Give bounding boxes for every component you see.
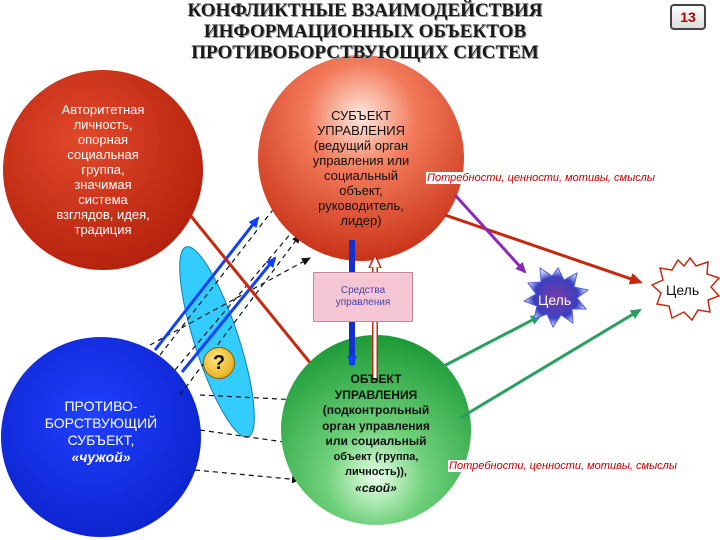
means-line: управления	[335, 297, 391, 308]
means-line: Средства	[340, 285, 386, 296]
authority-line: группа,	[81, 162, 125, 177]
object-line: или социальный	[325, 434, 427, 448]
subject-to-star-arrow	[453, 193, 527, 274]
subject-line: (ведущий орган	[313, 138, 409, 153]
authority-line: значимая	[74, 177, 132, 192]
opponent-circle	[1, 337, 201, 537]
authority-line: система	[78, 192, 128, 207]
title-line-2: ИНФОРМАЦИОННЫХ ОБЪЕКТОВ	[203, 21, 527, 42]
authority-line: Авторитетная	[61, 102, 145, 117]
question-mark-badge: ?	[203, 347, 235, 379]
slide-title: КОНФЛИКТНЫЕ ВЗАИМОДЕЙСТВИЯ ИНФОРМАЦИОННЫ…	[120, 0, 610, 63]
slide-number: 13	[670, 4, 706, 30]
title-line-1: КОНФЛИКТНЫЕ ВЗАИМОДЕЙСТВИЯ	[187, 0, 543, 21]
subject-line: СУБЪЕКТ	[331, 108, 391, 123]
object-line: (подконтрольный	[322, 403, 430, 417]
subject-line: руководитель,	[318, 198, 404, 213]
authority-to-object-arrow	[188, 214, 322, 378]
opponent-line: «чужой»	[71, 449, 131, 465]
object-line: УПРАВЛЕНИЯ	[334, 387, 418, 402]
authority-line: социальная	[67, 147, 139, 162]
object-to-star-arrow	[439, 314, 542, 370]
opponent-line: СУБЪЕКТ,	[67, 432, 135, 448]
means-box: Средства управления	[313, 272, 413, 322]
subject-line: объект,	[339, 183, 383, 198]
authority-line: опорная	[77, 132, 129, 147]
authority-line: традиция	[74, 222, 132, 237]
object-text: ОБЪЕКТ УПРАВЛЕНИЯ (подконтрольный орган …	[306, 372, 446, 496]
object-line: «свой»	[355, 480, 397, 495]
object-line: личность)),	[344, 466, 407, 478]
object-to-goal-arrow	[459, 308, 642, 420]
subject-line: социальный	[324, 168, 398, 183]
object-circle	[281, 335, 471, 525]
goal-star-label: Цель	[538, 292, 572, 308]
authority-circle	[3, 70, 203, 270]
needs-label-bottom: Потребности, ценности, мотивы, смыслы	[448, 460, 678, 472]
object-line: объект (группа,	[333, 450, 419, 463]
title-line-3: ПРОТИВОБОРСТВУЮЩИХ СИСТЕМ	[191, 42, 539, 63]
authority-text: Авторитетная личность, опорная социальна…	[33, 102, 173, 237]
goal-star-shape	[522, 267, 590, 329]
subject-circle	[258, 55, 464, 261]
subject-line: лидер)	[340, 213, 382, 228]
opponent-arrows	[153, 216, 277, 373]
subject-line: УПРАВЛЕНИЯ	[317, 123, 405, 138]
opponent-line: ПРОТИВО-	[64, 398, 138, 414]
subject-to-goal-arrow	[444, 213, 643, 285]
opponent-text: ПРОТИВО- БОРСТВУЮЩИЙ СУБЪЕКТ, «чужой»	[31, 398, 171, 466]
object-line: орган управления	[322, 418, 430, 433]
opponent-line: БОРСТВУЮЩИЙ	[44, 415, 158, 431]
goal-burst-shape	[650, 256, 720, 322]
authority-line: взглядов, идея,	[56, 207, 150, 222]
subject-text: СУБЪЕКТ УПРАВЛЕНИЯ (ведущий орган управл…	[291, 108, 431, 228]
needs-label-top: Потребности, ценности, мотивы, смыслы	[426, 172, 656, 184]
goal-burst-label: Цель	[666, 282, 700, 298]
authority-line: личность,	[73, 117, 133, 132]
subject-line: управления или	[312, 153, 410, 168]
object-line: ОБЪЕКТ	[350, 372, 402, 386]
